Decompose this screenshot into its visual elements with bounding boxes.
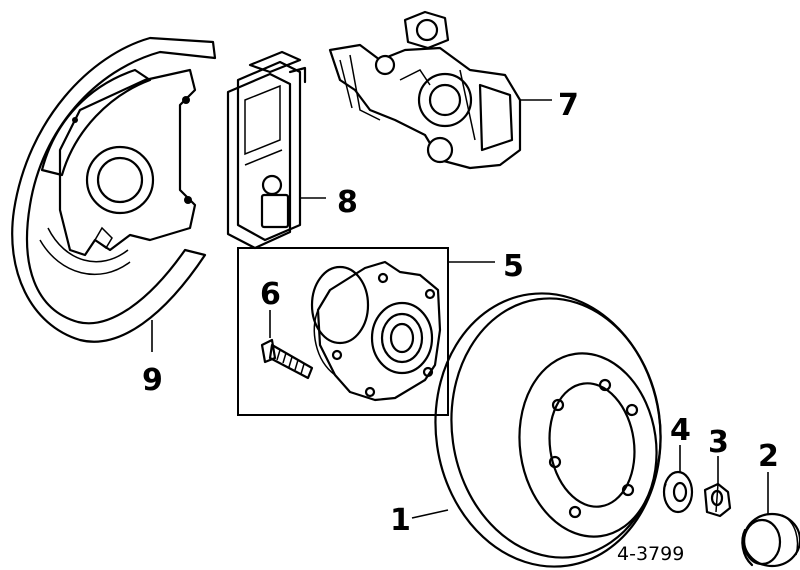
wheel-stud [260, 338, 314, 380]
callout-7: 7 [558, 88, 579, 123]
hub-assembly [310, 260, 442, 402]
callout-8: 8 [337, 185, 358, 220]
diagram-code: 4-3799 [617, 543, 684, 565]
callout-4: 4 [670, 413, 691, 448]
callout-9: 9 [142, 363, 163, 398]
hub-cap [741, 512, 800, 568]
callout-1: 1 [390, 503, 411, 538]
callout-5: 5 [503, 249, 524, 284]
backing-plate [11, 36, 217, 343]
hub-assembly-box [237, 247, 449, 416]
lug-nut [703, 482, 732, 518]
callout-6: 6 [260, 277, 281, 312]
callout-2: 2 [758, 439, 779, 474]
caliper-assembly [328, 10, 522, 170]
callout-3: 3 [708, 425, 729, 460]
brake-rotor [434, 292, 662, 568]
leader-1 [411, 509, 449, 519]
brake-pads [226, 50, 307, 250]
washer [662, 470, 694, 514]
